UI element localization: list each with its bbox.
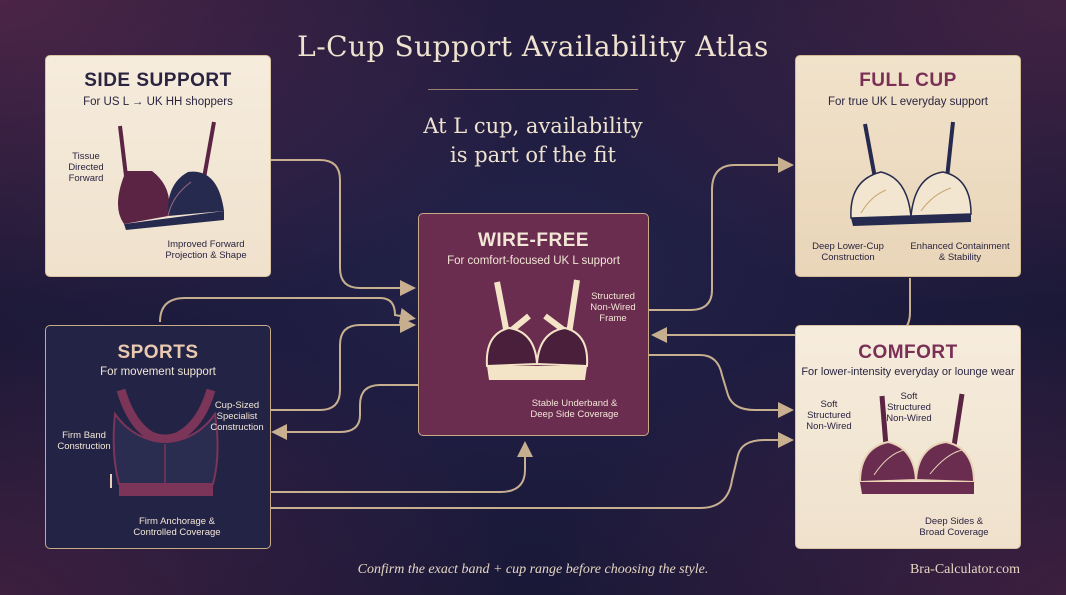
arrow-wirefree-to-fullcup [648, 157, 794, 311]
tagline: At L cup, availability is part of the fi… [383, 112, 683, 170]
arrow-sports-to-wirefree-lower [270, 441, 533, 493]
label-soft-structured-left: Soft Structured Non-Wired [806, 399, 852, 432]
label-structured-frame: Structured Non-Wired Frame [590, 291, 636, 324]
card-wire-free-title: WIRE-FREE [477, 230, 590, 251]
card-comfort: COMFORT For lower-intensity everyday or … [795, 325, 1021, 549]
arrow-wirefree-to-comfort [648, 354, 794, 418]
page-title: L-Cup Support Availability Atlas [297, 30, 769, 63]
card-full-cup: FULL CUP For true UK L everyday support … [795, 55, 1021, 277]
title-divider [428, 89, 638, 90]
tagline-line-2: is part of the fit [450, 143, 616, 167]
arrow-side-to-wirefree [270, 159, 416, 296]
card-comfort-title: COMFORT [858, 342, 958, 363]
card-sports: SPORTS For movement support Cup-Sized Sp… [45, 325, 271, 549]
label-deep-sides: Deep Sides & Broad Coverage [919, 516, 989, 538]
card-side-support: SIDE SUPPORT For US L → UK HH shoppers T… [45, 55, 271, 277]
card-wire-free-subtitle: For comfort-focused UK L support [447, 255, 620, 267]
label-enhanced-containment: Enhanced Containment & Stability [910, 241, 1010, 263]
label-deep-lower-cup: Deep Lower-Cup Construction [812, 241, 884, 263]
brand-credit: Bra-Calculator.com [909, 562, 1020, 577]
full-cup-bra-icon [850, 121, 972, 226]
label-improved-projection: Improved Forward Projection & Shape [165, 239, 247, 261]
label-firm-band: Firm Band Construction [57, 430, 111, 452]
comfort-bra-icon [858, 393, 976, 494]
arrow-bottom-to-comfort [270, 432, 794, 509]
arrow-sports-to-wirefree-upper [159, 297, 416, 324]
label-stable-underband: Stable Underband & Deep Side Coverage [530, 398, 619, 420]
card-sports-title: SPORTS [117, 342, 199, 363]
side-support-bra-icon [117, 121, 224, 230]
tagline-line-1: At L cup, availability [423, 114, 643, 138]
card-side-support-title: SIDE SUPPORT [84, 70, 232, 91]
card-full-cup-title: FULL CUP [859, 70, 957, 91]
card-sports-subtitle: For movement support [100, 366, 216, 378]
label-soft-structured-mid: Soft Structured Non-Wired [886, 391, 932, 424]
arrow-sports-to-wirefree-mid [270, 317, 416, 411]
card-wire-free: WIRE-FREE For comfort-focused UK L suppo… [418, 213, 649, 436]
label-cup-sized-specialist: Cup-Sized Specialist Construction [210, 400, 264, 433]
arrow-wirefree-to-sports [271, 384, 418, 440]
card-side-support-subtitle: For US L → UK HH shoppers [83, 96, 233, 108]
card-full-cup-subtitle: For true UK L everyday support [827, 96, 988, 108]
label-tissue-directed: Tissue Directed Forward [68, 151, 104, 184]
footer-note: Confirm the exact band + cup range befor… [357, 562, 709, 577]
sports-bra-icon [110, 388, 219, 496]
card-comfort-subtitle: For lower-intensity everyday or lounge w… [801, 366, 1015, 378]
wire-free-bra-icon [485, 279, 589, 380]
label-firm-anchorage: Firm Anchorage & Controlled Coverage [133, 516, 221, 538]
